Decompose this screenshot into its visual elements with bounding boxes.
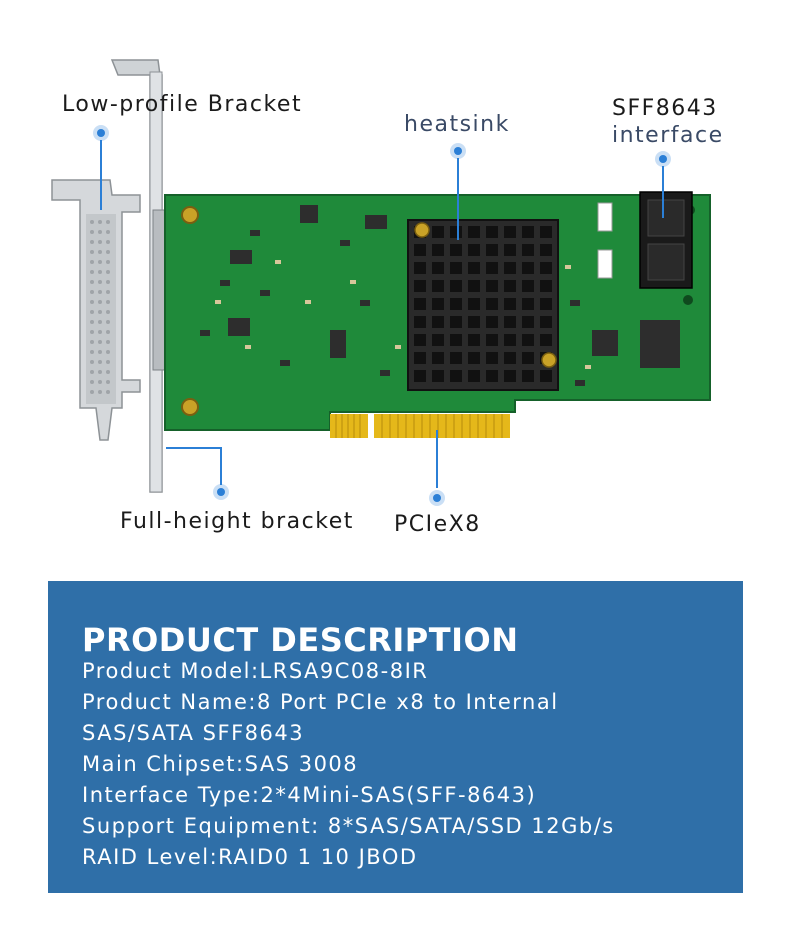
spec-main-chipset: Main Chipset:SAS 3008 [82, 752, 359, 776]
full-height-leader-h [166, 447, 221, 449]
pcie-dot [433, 494, 441, 502]
low-profile-leader [100, 140, 102, 210]
spec-product-name: Product Name:8 Port PCIe x8 to Internal [82, 690, 559, 714]
spec-product-name-cont: SAS/SATA SFF8643 [82, 721, 305, 745]
heatsink-dot [454, 147, 462, 155]
heatsink-label: heatsink [404, 112, 510, 137]
product-figure [51, 59, 711, 493]
full-height-dot [217, 488, 225, 496]
pcie-gold-fingers [330, 414, 510, 438]
sff8643-label-line1: SFF8643 [612, 96, 718, 121]
pcie-leader [436, 430, 438, 488]
low-profile-dot [97, 129, 105, 137]
product-description-panel: PRODUCT DESCRIPTION Product Model:LRSA9C… [48, 581, 743, 893]
sff-dot [659, 155, 667, 163]
spec-support-equipment: Support Equipment: 8*SAS/SATA/SSD 12Gb/s [82, 814, 615, 838]
low-profile-label: Low-profile Bracket [62, 92, 303, 117]
full-height-bracket [110, 59, 168, 493]
low-profile-bracket [51, 179, 141, 441]
full-height-leader-v [220, 447, 222, 485]
sff8643-label-line2: interface [612, 123, 724, 148]
spec-raid-level: RAID Level:RAID0 1 10 JBOD [82, 845, 418, 869]
sff-leader [662, 166, 664, 218]
heatsink-leader [457, 158, 459, 240]
full-height-label: Full-height bracket [120, 509, 354, 534]
heatsink [407, 219, 559, 391]
pcie-label: PCIeX8 [394, 512, 481, 537]
sff8643-connectors [597, 191, 693, 289]
spec-product-model: Product Model:LRSA9C08-8IR [82, 659, 429, 683]
panel-title: PRODUCT DESCRIPTION [82, 621, 519, 659]
spec-interface-type: Interface Type:2*4Mini-SAS(SFF-8643) [82, 783, 537, 807]
